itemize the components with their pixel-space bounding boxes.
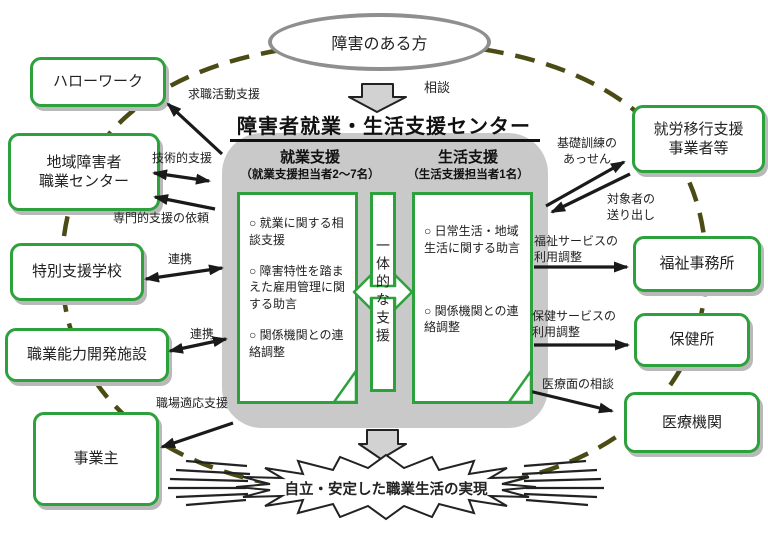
node-transition-support-label: 就労移行支援 事業者等 xyxy=(653,120,744,158)
node-hellowork: ハローワーク xyxy=(30,57,166,107)
node-special-school: 特別支援学校 xyxy=(10,243,144,301)
node-vocational-facility-label: 職業能力開発施設 xyxy=(26,346,147,364)
node-medical-institution-label: 医療機関 xyxy=(661,413,722,431)
person-with-disability-ellipse: 障害のある方 xyxy=(268,13,491,71)
employment-bullet-1: ○ 就業に関する相談支援 xyxy=(249,216,344,247)
person-label: 障害のある方 xyxy=(331,36,428,53)
node-transition-support: 就労移行支援 事業者等 xyxy=(632,105,765,173)
life-bullet-1: ○ 日常生活・地域生活に関する助言 xyxy=(424,224,521,255)
employment-bullet-3: ○ 関係機関との連絡調整 xyxy=(249,327,344,359)
node-hellowork-label: ハローワーク xyxy=(52,73,143,91)
node-medical-institution: 医療機関 xyxy=(624,392,760,453)
node-health-center: 保健所 xyxy=(634,313,750,367)
node-regional-center-label: 地域障害者 職業センター xyxy=(38,153,129,191)
node-employer-label: 事業主 xyxy=(73,450,119,468)
node-vocational-facility: 職業能力開発施設 xyxy=(5,328,169,382)
employment-bullet-2: ○ 障害特性を踏まえた雇用管理に関する助言 xyxy=(249,263,346,312)
node-regional-center: 地域障害者 職業センター xyxy=(8,133,160,211)
integrated-support-banner xyxy=(370,192,396,392)
node-welfare-office-label: 福祉事務所 xyxy=(659,255,735,273)
life-support-box: ○ 日常生活・地域生活に関する助言 ○ 関係機関との連絡調整 xyxy=(412,192,533,404)
life-bullet-2: ○ 関係機関との連絡調整 xyxy=(424,303,519,335)
node-special-school-label: 特別支援学校 xyxy=(31,263,122,281)
node-employer: 事業主 xyxy=(33,412,159,506)
node-health-center-label: 保健所 xyxy=(669,331,715,349)
node-welfare-office: 福祉事務所 xyxy=(633,236,761,292)
employment-support-box: ○ 就業に関する相談支援 ○ 障害特性を踏まえた雇用管理に関する助言 ○ 関係機… xyxy=(237,192,358,404)
